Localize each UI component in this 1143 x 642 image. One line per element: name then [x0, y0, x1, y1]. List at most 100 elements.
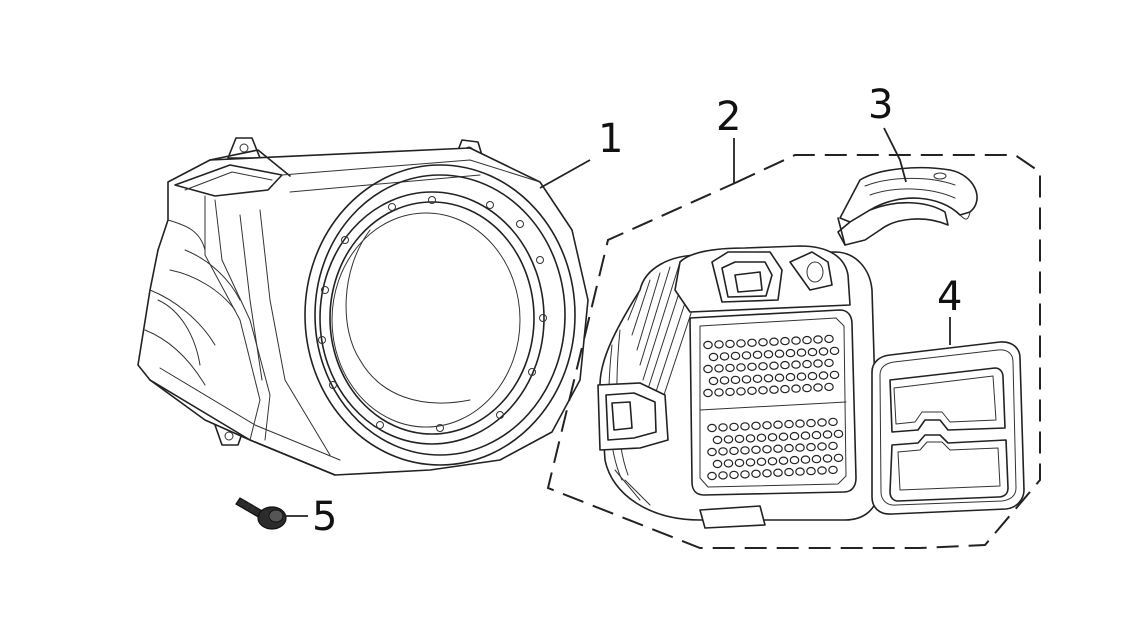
perforation-hole — [734, 458, 745, 468]
perforation-hole — [762, 421, 772, 430]
perforation-hole — [714, 364, 724, 373]
perforation-hole — [769, 385, 779, 394]
perforation-hole — [725, 339, 735, 349]
perforation-hole — [769, 337, 779, 346]
perforation-hole — [758, 386, 768, 395]
perforation-hole — [723, 435, 734, 444]
perforation-hole — [729, 446, 739, 456]
perforation-hole — [806, 466, 816, 476]
perforation-hole — [762, 445, 772, 454]
perforation-hole — [778, 432, 789, 441]
perforation-hole — [723, 459, 734, 468]
leader-3 — [883, 127, 907, 183]
perforation-hole — [802, 359, 812, 369]
perforation-hole — [802, 383, 812, 393]
perforation-hole — [795, 419, 805, 428]
perforation-hole — [817, 442, 827, 451]
perforation-hole — [774, 373, 785, 382]
perforation-hole — [745, 458, 756, 467]
perforation-hole — [774, 349, 785, 358]
perforation-hole — [818, 371, 829, 380]
perforation-hole — [736, 363, 746, 372]
perforation-hole — [813, 335, 823, 344]
perforation-hole — [752, 350, 763, 359]
perforation-hole — [828, 441, 838, 451]
perforation-hole — [707, 447, 717, 457]
perforation-hole — [718, 471, 728, 480]
perforation-hole — [758, 338, 768, 347]
perforation-hole — [751, 469, 761, 478]
perforation-hole — [718, 423, 728, 432]
perforation-hole — [741, 351, 752, 360]
perforation-hole — [807, 347, 818, 357]
perforation-hole — [802, 335, 812, 345]
perforation-hole — [806, 442, 816, 452]
perforation-hole — [780, 336, 790, 346]
perforation-hole — [784, 467, 794, 477]
callout-2: 2 — [716, 94, 741, 140]
perforation-hole — [813, 383, 823, 392]
perforation-hole — [829, 370, 840, 380]
part-flange-bolt — [235, 497, 287, 530]
perforation-upper — [703, 334, 840, 398]
callout-4: 4 — [937, 274, 962, 320]
perforation-hole — [725, 363, 735, 373]
perforation-hole — [767, 457, 778, 466]
leader-lines — [282, 127, 951, 517]
perforation-hole — [712, 435, 723, 445]
perforation-hole — [751, 421, 761, 430]
perforation-hole — [780, 360, 790, 370]
perforation-hole — [740, 470, 750, 479]
perforation-hole — [791, 360, 801, 369]
part-air-cleaner-assembly — [546, 154, 1041, 549]
perforation-hole — [708, 352, 719, 362]
perforation-hole — [718, 447, 728, 456]
perforation-hole — [756, 433, 767, 442]
leader-1 — [539, 159, 591, 189]
callout-5: 5 — [312, 494, 337, 540]
perforation-hole — [824, 358, 834, 368]
perforation-hole — [729, 470, 739, 480]
perforation-hole — [769, 361, 779, 370]
perforation-hole — [785, 372, 796, 382]
perforation-hole — [714, 388, 724, 397]
perforation-hole — [818, 347, 829, 356]
perforation-hole — [729, 422, 739, 432]
perforation-hole — [751, 445, 761, 454]
perforation-hole — [740, 422, 750, 431]
perforation-hole — [800, 455, 811, 464]
perforation-hole — [747, 386, 757, 395]
perforation-hole — [703, 388, 713, 398]
perforation-hole — [806, 418, 816, 428]
perforation-hole — [708, 376, 719, 386]
perforation-hole — [752, 374, 763, 383]
perforation-hole — [747, 362, 757, 371]
perforation-hole — [789, 455, 800, 465]
perforation-hole — [785, 348, 796, 358]
perforation-hole — [730, 375, 741, 385]
perforation-hole — [784, 419, 794, 429]
perforation-hole — [824, 382, 834, 392]
perforation-hole — [791, 384, 801, 393]
perforation-hole — [758, 362, 768, 371]
perforation-hole — [789, 431, 800, 441]
perforation-hole — [747, 338, 757, 347]
perforation-hole — [833, 453, 844, 463]
perforation-hole — [763, 350, 774, 359]
perforation-hole — [725, 387, 735, 397]
perforation-hole — [811, 454, 822, 464]
perforation-hole — [719, 352, 730, 361]
perforation-hole — [712, 459, 723, 469]
perforation-hole — [828, 417, 838, 427]
perforation-hole — [817, 418, 827, 427]
perforation-hole — [719, 376, 730, 385]
callouts: 1 2 3 4 5 — [312, 82, 962, 540]
perforation-hole — [778, 456, 789, 465]
callout-1: 1 — [598, 116, 623, 162]
perforation-hole — [741, 375, 752, 384]
perforation-hole — [833, 429, 844, 439]
perforation-hole — [703, 340, 713, 350]
callout-3: 3 — [868, 82, 893, 128]
perforation-hole — [784, 443, 794, 453]
perforation-hole — [773, 468, 783, 477]
